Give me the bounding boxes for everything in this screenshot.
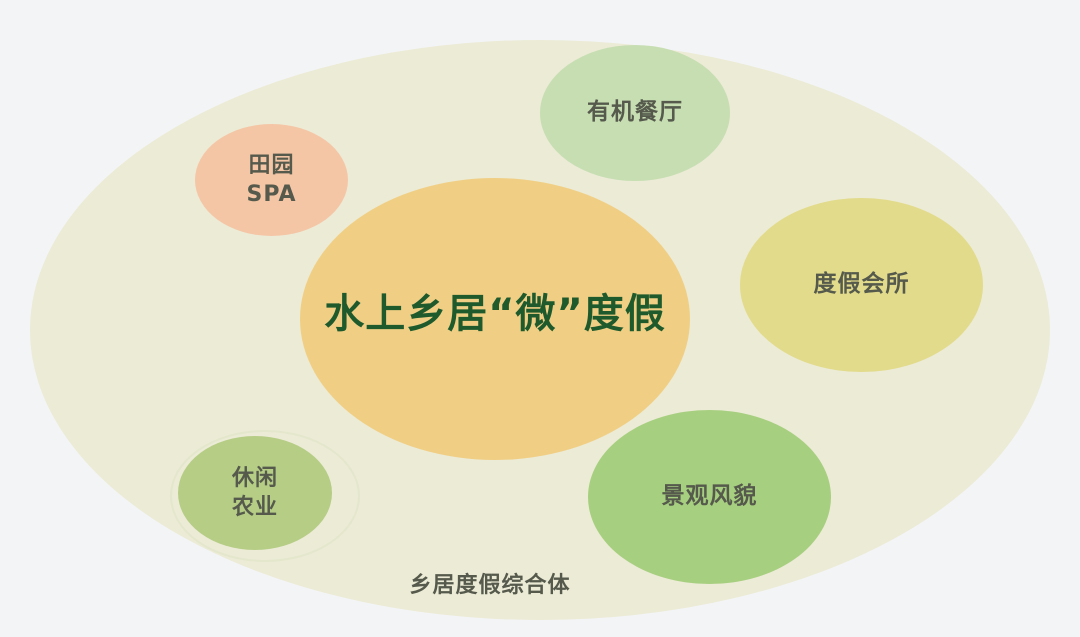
spa-ellipse: 田园 SPA [195,124,348,236]
leisure-agriculture-label: 休闲 农业 [232,464,278,522]
landscape-ellipse: 景观风貌 [588,410,831,584]
center-title: 水上乡居“微”度假 [324,291,666,337]
organic-restaurant-label: 有机餐厅 [587,99,683,126]
leisure-agriculture-label-line1: 休闲 [231,465,278,491]
leisure-agriculture-ring [170,430,360,562]
center-ellipse [300,178,690,460]
resort-club-label: 度假会所 [813,271,910,298]
spa-label-line1: 田园 [248,152,295,178]
leisure-agriculture-label-line2: 农业 [231,495,278,520]
spa-label-line2: SPA [246,182,297,207]
landscape-label: 景观风貌 [661,483,758,510]
leisure-agriculture-ellipse: 休闲 农业 [178,436,332,550]
outer-label: 乡居度假综合体 [409,573,571,598]
spa-label: 田园 SPA [247,151,297,209]
resort-club-ellipse: 度假会所 [740,198,983,372]
organic-restaurant-ellipse: 有机餐厅 [540,45,730,181]
